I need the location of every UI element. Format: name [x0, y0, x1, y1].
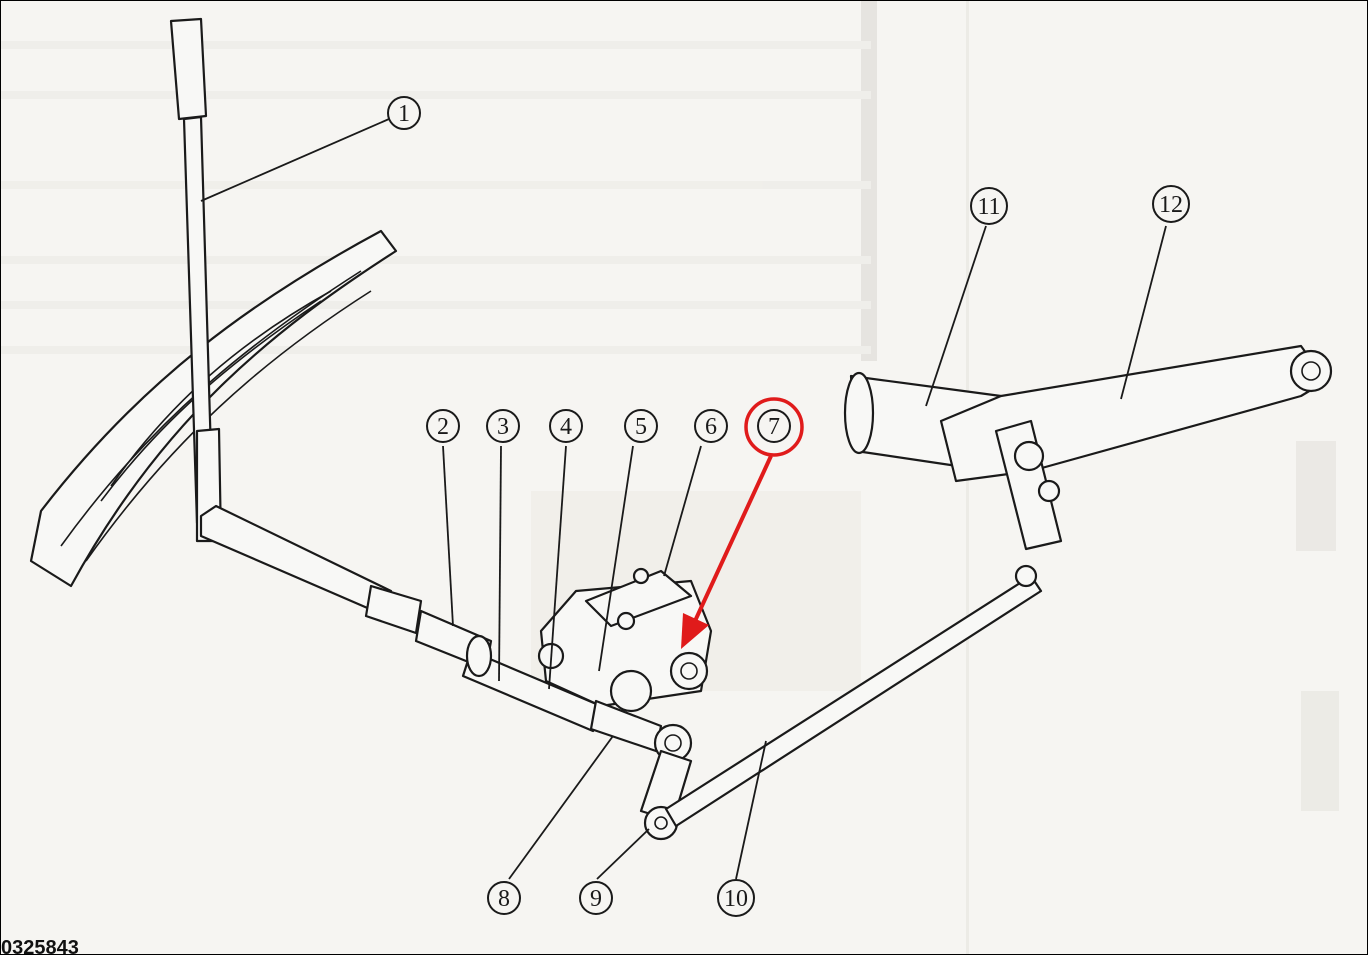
callout-12: 12	[1152, 185, 1190, 223]
svg-text:3: 3	[497, 414, 509, 440]
leader-lines	[200, 118, 1167, 880]
svg-text:9: 9	[590, 886, 602, 912]
callout-2: 2	[426, 409, 460, 443]
svg-text:7: 7	[768, 414, 780, 440]
svg-text:8: 8	[498, 886, 510, 912]
svg-text:5: 5	[635, 414, 647, 440]
callout-9: 9	[579, 881, 613, 915]
callout-3: 3	[486, 409, 520, 443]
callout-11: 11	[970, 187, 1008, 225]
upper-shaft-and-arm	[843, 344, 1333, 551]
svg-text:11: 11	[977, 194, 1000, 220]
callout-6: 6	[694, 409, 728, 443]
shift-bracket-assembly	[537, 567, 713, 713]
callout-1: 1	[387, 96, 421, 130]
callout-10: 10	[717, 879, 755, 917]
rod-end-and-arm	[589, 699, 693, 841]
highlight-arrow	[681, 455, 773, 649]
svg-text:6: 6	[705, 414, 717, 440]
callout-5: 5	[624, 409, 658, 443]
svg-text:12: 12	[1159, 192, 1183, 218]
callout-7: 7	[744, 397, 804, 457]
svg-text:2: 2	[437, 414, 449, 440]
callout-8: 8	[487, 881, 521, 915]
cross-shaft	[199, 504, 603, 733]
svg-text:4: 4	[560, 414, 572, 440]
callout-4: 4	[549, 409, 583, 443]
svg-text:1: 1	[398, 101, 410, 127]
svg-text:10: 10	[724, 886, 748, 912]
connecting-rod	[664, 564, 1043, 828]
document-code: 0325843	[1, 937, 79, 955]
